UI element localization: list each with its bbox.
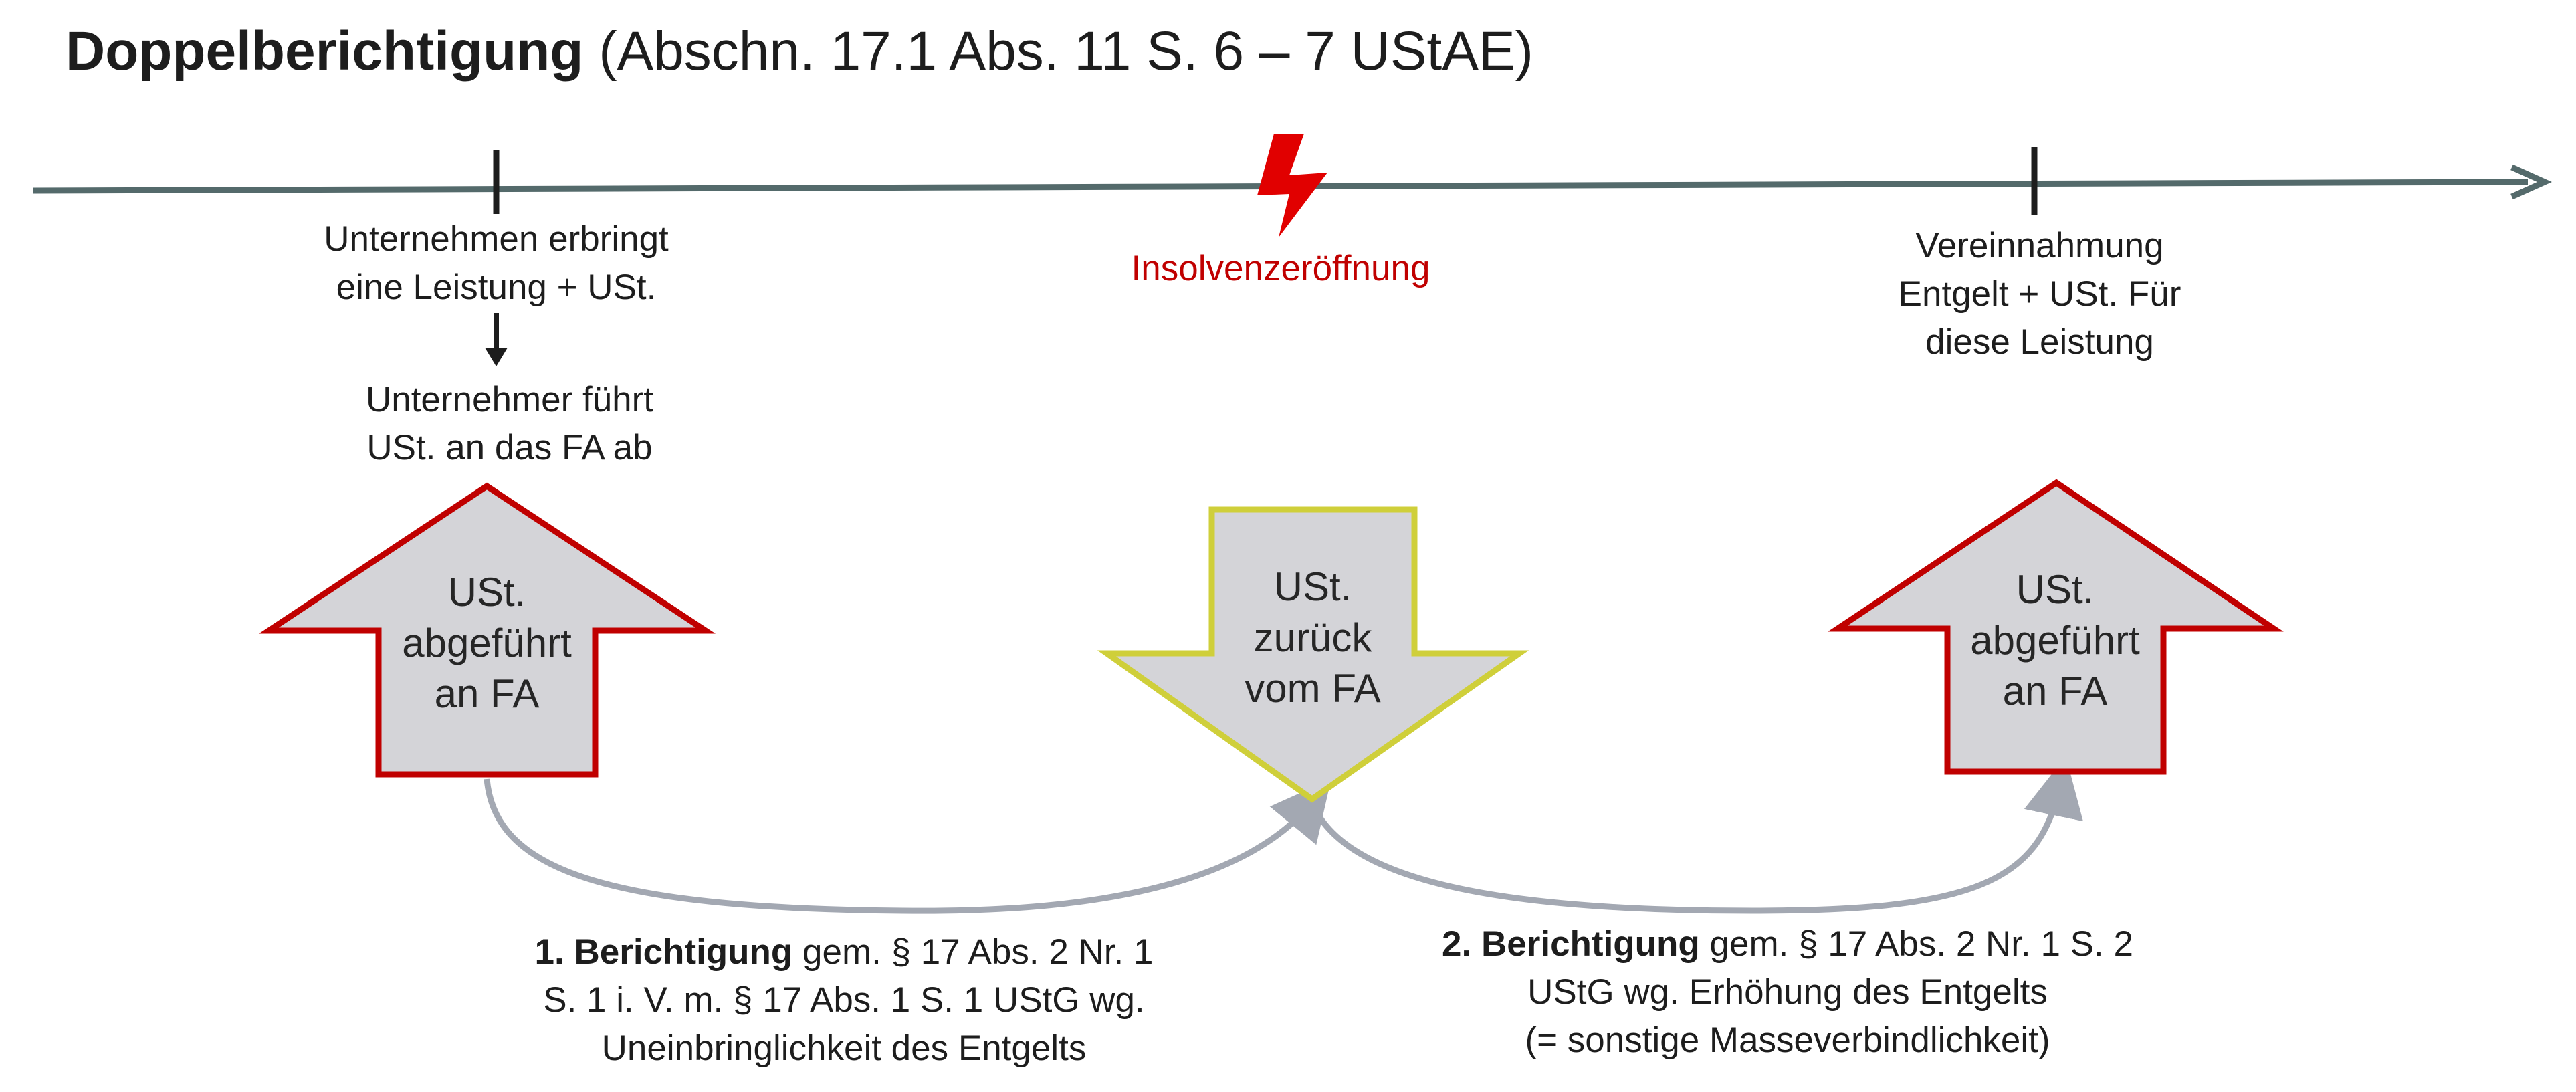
insolvency-label: Insolvenzeröffnung [1131,249,1430,288]
event-2-line-2: Entgelt + USt. Für [1898,274,2181,314]
up-arrow-left-line-3: an FA [434,671,540,716]
up-arrow-left-text: USt. abgeführt an FA [387,567,587,720]
correction-2-caption: 2. Berichtigung gem. § 17 Abs. 2 Nr. 1 S… [1353,920,2222,1065]
up-arrow-left-line-2: abgeführt [402,621,572,665]
down-arrow-center-text: USt. zurück vom FA [1212,562,1413,714]
correction-1-line-1: 1. Berichtigung gem. § 17 Abs. 2 Nr. 1 [409,928,1279,976]
up-arrow-left [259,482,716,778]
event-1-followup-label: Unternehmer führt USt. an das FA ab [309,376,710,472]
correction-2-line-1: 2. Berichtigung gem. § 17 Abs. 2 Nr. 1 S… [1353,920,2222,968]
event-1-label: Unternehmen erbringt eine Leistung + USt… [296,215,697,312]
correction-1-caption: 1. Berichtigung gem. § 17 Abs. 2 Nr. 1 S… [409,928,1279,1073]
event-1-line-1: Unternehmen erbringt [324,219,669,259]
event-1-followup-line-1: Unternehmer führt [365,380,654,419]
correction-1-line-3: Uneinbringlichkeit des Entgelts [601,1028,1087,1068]
down-arrow-center-line-3: vom FA [1245,666,1381,711]
correction-curve-1 [484,778,1331,914]
up-arrow-right [1828,479,2284,775]
down-arrow-center [1097,506,1529,803]
page-title-rest: (Abschn. 17.1 Abs. 11 S. 6 – 7 UStAE) [583,21,1533,82]
correction-curve-2 [1309,756,2083,914]
followup-arrow-head [485,348,508,366]
timeline-arrowhead [2510,164,2552,200]
up-arrow-right-line-3: an FA [2002,669,2108,714]
correction-2-line-2: UStG wg. Erhöhung des Entgelts [1527,972,2048,1012]
event-2-label: Vereinnahmung Entgelt + USt. Für diese L… [1839,222,2240,366]
page-title: Doppelberichtigung (Abschn. 17.1 Abs. 11… [66,15,1533,88]
correction-1-line-2: S. 1 i. V. m. § 17 Abs. 1 S. 1 UStG wg. [543,980,1145,1020]
up-arrow-right-line-1: USt. [2016,567,2095,612]
up-arrow-right-line-2: abgeführt [1970,618,2140,663]
event-2-line-1: Vereinnahmung [1915,226,2164,265]
up-arrow-right-text: USt. abgeführt an FA [1955,564,2155,717]
event-1-followup-line-2: USt. an das FA ab [366,428,653,467]
page-title-bold: Doppelberichtigung [66,21,584,82]
event-1-line-2: eine Leistung + USt. [336,267,657,307]
lightning-bolt-icon [1257,134,1327,237]
correction-1-line-1-rest: gem. § 17 Abs. 2 Nr. 1 [792,932,1154,972]
up-arrow-left-line-1: USt. [447,570,526,615]
correction-2-line-1-rest: gem. § 17 Abs. 2 Nr. 1 S. 2 [1699,924,2133,964]
correction-1-heading: 1. Berichtigung [534,932,793,972]
down-arrow-center-line-2: zurück [1253,615,1372,660]
down-arrow-center-line-1: USt. [1273,564,1352,609]
event-2-line-3: diese Leistung [1925,322,2154,362]
correction-2-line-3: (= sonstige Masseverbindlichkeit) [1525,1020,2050,1060]
correction-2-heading: 2. Berichtigung [1442,924,1700,964]
